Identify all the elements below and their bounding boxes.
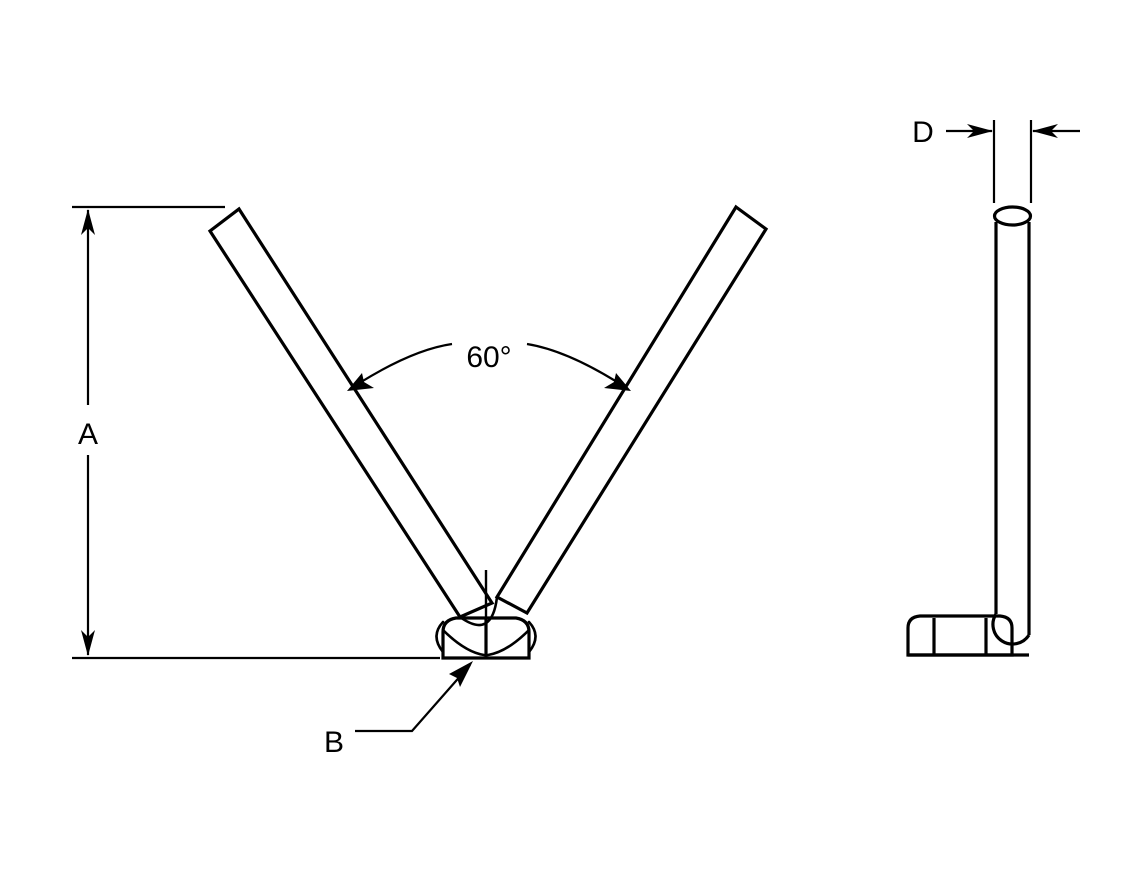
left-arm xyxy=(207,206,495,620)
dim-d-label: D xyxy=(912,116,934,149)
right-arm xyxy=(494,204,769,616)
side-view: D xyxy=(906,116,1080,657)
front-view: A 60° B xyxy=(72,204,769,759)
dim-d-arrow-left xyxy=(967,124,993,138)
hex-nut-lobe-left xyxy=(435,620,445,654)
side-hex-nut-body xyxy=(906,614,1014,657)
dim-a-arrow-top xyxy=(81,209,95,235)
hex-nut-front xyxy=(435,616,537,660)
hex-nut-chamfer-left xyxy=(441,628,486,657)
dim-angle-arrow-left xyxy=(347,373,374,391)
dim-a-label: A xyxy=(78,418,98,451)
dim-angle-arrow-right xyxy=(604,373,631,391)
dim-a-arrow-bottom xyxy=(81,630,95,656)
right-arm-outline xyxy=(494,204,769,616)
left-arm-outline xyxy=(207,206,495,620)
dim-d-arrow-right xyxy=(1032,124,1058,138)
dimension-angle: 60° xyxy=(347,341,631,391)
dim-b-leader-line xyxy=(355,664,471,733)
side-rod xyxy=(991,205,1033,646)
side-hex-nut xyxy=(906,614,1029,657)
hex-nut-chamfer-right xyxy=(486,628,531,657)
hex-nut-lobe-right xyxy=(527,620,537,654)
side-rod-top-ellipse xyxy=(992,205,1033,227)
dim-b-label: B xyxy=(324,726,344,759)
dimension-b-leader: B xyxy=(324,661,473,759)
dimension-a: A xyxy=(72,205,440,660)
side-rod-bottom-round xyxy=(991,613,1031,646)
dim-b-arrow xyxy=(449,661,473,687)
dimension-d: D xyxy=(912,116,1080,203)
dim-angle-label: 60° xyxy=(466,341,511,374)
